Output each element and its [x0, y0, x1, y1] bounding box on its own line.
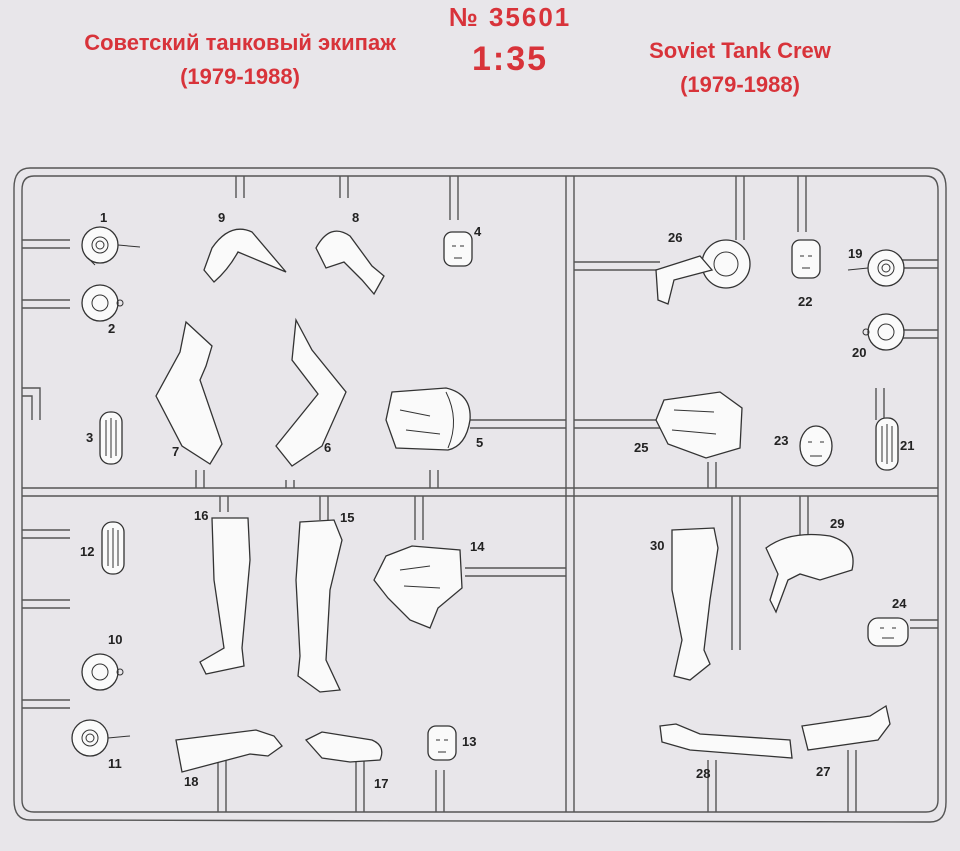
- torso-part-14: [373, 545, 463, 629]
- label-25: 25: [634, 440, 648, 455]
- center-runner: [565, 176, 575, 812]
- helmet-part-19: [847, 249, 905, 287]
- leg-part-15: [295, 519, 343, 693]
- sprue-gates: [22, 176, 938, 812]
- arm-part-9: [203, 228, 287, 283]
- arm-part-18: [175, 729, 283, 773]
- torso-part-25: [655, 391, 743, 459]
- label-21: 21: [900, 438, 914, 453]
- label-15: 15: [340, 510, 354, 525]
- label-22: 22: [798, 294, 812, 309]
- leg-part-16: [199, 517, 251, 675]
- head-part-23: [799, 425, 833, 467]
- title-english: Soviet Tank Crew (1979-1988): [600, 34, 880, 102]
- helmet-part-2: [81, 284, 124, 322]
- sprue-frame: [13, 167, 947, 823]
- helmet-part-1: [81, 226, 141, 266]
- label-1: 1: [100, 210, 107, 225]
- torso-part-26: [655, 239, 751, 305]
- pad-part-21: [875, 417, 899, 471]
- helmet-part-11: [71, 719, 131, 757]
- label-26: 26: [668, 230, 682, 245]
- label-27: 27: [816, 764, 830, 779]
- leg-part-30: [671, 527, 719, 681]
- scale-label: 1:35: [471, 40, 549, 78]
- label-30: 30: [650, 538, 664, 553]
- leg-part-29: [765, 533, 854, 614]
- leg-part-7: [155, 320, 223, 465]
- arm-part-17: [304, 731, 383, 763]
- head-part-24: [867, 617, 909, 647]
- leg-part-6: [275, 317, 347, 467]
- arm-part-27: [801, 704, 891, 751]
- label-13: 13: [462, 734, 476, 749]
- label-12: 12: [80, 544, 94, 559]
- sprue-frame-inner: [21, 175, 939, 813]
- torso-part-5: [385, 387, 471, 451]
- label-23: 23: [774, 433, 788, 448]
- label-9: 9: [218, 210, 225, 225]
- label-10: 10: [108, 632, 122, 647]
- label-4: 4: [474, 224, 482, 239]
- label-19: 19: [848, 246, 862, 261]
- label-18: 18: [184, 774, 198, 789]
- label-6: 6: [324, 440, 331, 455]
- helmet-part-20: [862, 313, 905, 351]
- label-17: 17: [374, 776, 388, 791]
- title-english-line2: (1979-1988): [680, 72, 800, 97]
- label-8: 8: [352, 210, 359, 225]
- label-29: 29: [830, 516, 844, 531]
- pad-part-3: [99, 411, 123, 465]
- label-28: 28: [696, 766, 710, 781]
- label-16: 16: [194, 508, 208, 523]
- head-part-4: [443, 231, 473, 267]
- title-russian: Советский танковый экипаж (1979-1988): [40, 26, 440, 94]
- label-20: 20: [852, 345, 866, 360]
- arm-part-28: [659, 723, 793, 759]
- label-11: 11: [108, 756, 122, 771]
- head-part-22: [791, 239, 821, 279]
- label-24: 24: [892, 596, 907, 611]
- pad-part-12: [101, 521, 125, 575]
- helmet-part-10: [81, 653, 124, 691]
- label-14: 14: [470, 539, 485, 554]
- mid-runner: [22, 487, 938, 497]
- title-russian-line1: Советский танковый экипаж: [84, 30, 396, 55]
- title-english-line1: Soviet Tank Crew: [649, 38, 831, 63]
- label-2: 2: [108, 321, 115, 336]
- label-7: 7: [172, 444, 179, 459]
- title-russian-line2: (1979-1988): [180, 64, 300, 89]
- arm-part-8: [315, 230, 385, 296]
- catalog-number: № 35601: [448, 2, 572, 32]
- head-part-13: [427, 725, 457, 761]
- label-5: 5: [476, 435, 483, 450]
- label-3: 3: [86, 430, 93, 445]
